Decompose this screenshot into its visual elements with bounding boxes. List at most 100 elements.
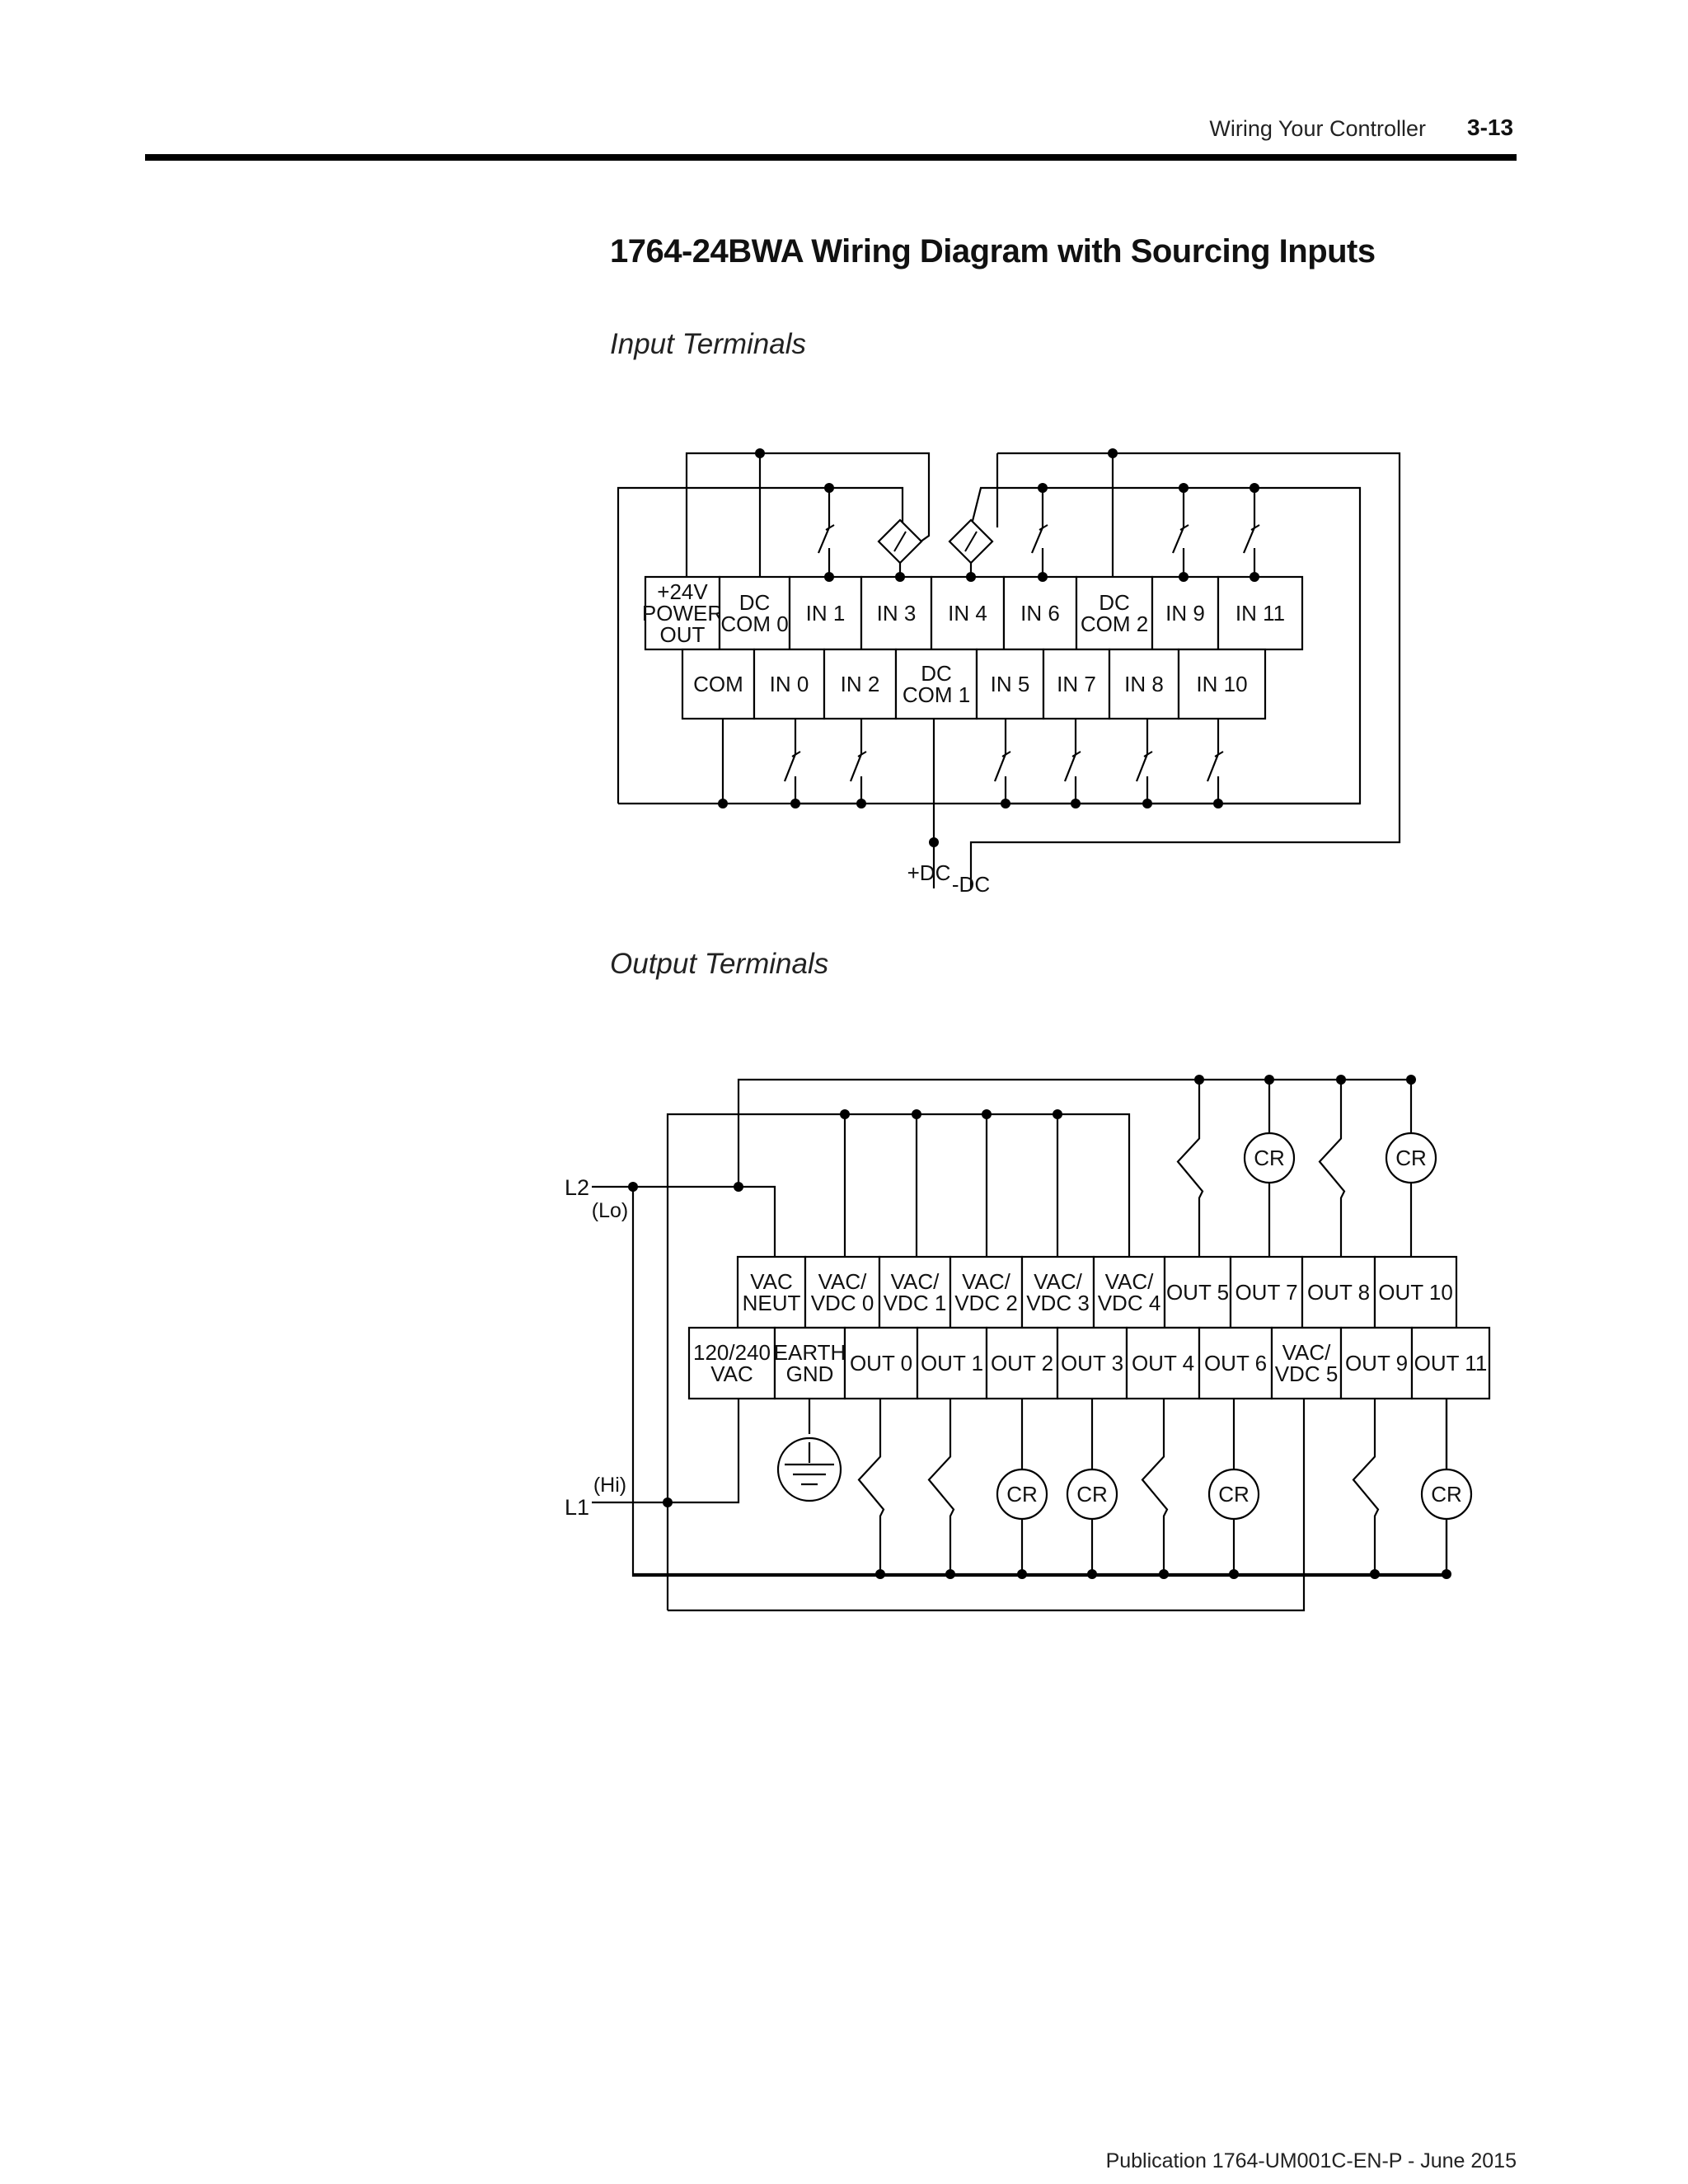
plus-dc-label: +DC [907,860,951,885]
input-top-terminal-label: OUT [660,622,706,647]
minus-dc-label: -DC [952,872,990,897]
output-top-terminal-label: VDC 0 [811,1291,874,1315]
input-bottom-terminal-label: IN 8 [1124,672,1164,696]
switch-tick [1039,524,1048,531]
output-top-terminal-label: VDC 1 [884,1291,947,1315]
switch-tick [1214,751,1224,757]
input-bottom-terminal-label: IN 5 [991,672,1030,696]
output-bottom-terminal-box [687,1326,776,1400]
output-top-terminal-label: VAC/ [1105,1269,1155,1294]
output-top-terminal-label: VDC 3 [1026,1291,1090,1315]
junction-dot [875,1569,885,1579]
output-top-terminal-label: VAC/ [891,1269,940,1294]
switch-contact [1171,527,1185,554]
wire [969,452,1401,888]
switch-contact [783,753,797,782]
output-bottom-terminal-label: 120/240 [693,1340,771,1365]
input-top-terminal-label: IN 4 [948,601,987,626]
input-top-terminal-label: POWER [642,601,723,626]
junction-dot [1229,1569,1239,1579]
input-top-terminal-box [1217,575,1304,651]
output-terminals-heading: Output Terminals [610,948,829,980]
switch-tick [1001,751,1011,757]
output-top-terminal-label: OUT 8 [1307,1280,1370,1305]
input-bottom-terminal-box [975,648,1045,720]
output-bottom-terminal-label: OUT 2 [991,1351,1053,1376]
junction-dot [663,1497,673,1507]
wire [592,1399,740,1504]
output-top-terminal-label: VDC 4 [1098,1291,1161,1315]
output-top-terminal-label: OUT 5 [1166,1280,1229,1305]
relay-label: CR [1254,1146,1285,1170]
input-top-terminal-label: DC [1099,590,1130,615]
header-page-number: 3-13 [1467,115,1514,140]
input-top-terminal-label: COM 2 [1081,612,1148,636]
input-bottom-terminal-box [823,648,898,720]
wire [668,1399,1306,1612]
input-top-terminal-label: IN 9 [1165,601,1205,626]
header-section-title: Wiring Your Controller [1209,116,1426,141]
junction-dot [856,799,866,808]
input-bottom-terminal-label: IN 7 [1057,672,1096,696]
switch-contact [993,753,1007,782]
switch-contact [849,753,863,782]
load-icon [1352,1399,1380,1574]
switch-contact [817,527,831,554]
output-top-terminal-label: VDC 2 [954,1291,1018,1315]
page-title: 1764-24BWA Wiring Diagram with Sourcing … [610,233,1376,269]
junction-dot [1370,1569,1380,1579]
junction-dot [1017,1569,1027,1579]
input-top-terminal-label: +24V [657,579,708,604]
l1-label: L1 [565,1495,589,1520]
lo-label: (Lo) [592,1199,628,1222]
output-top-terminal-box [1020,1255,1095,1329]
output-top-terminal-box [1092,1255,1166,1329]
junction-dot [895,572,905,582]
output-bottom-terminal-label: OUT 9 [1345,1351,1408,1376]
output-bottom-terminal-box [1056,1326,1128,1400]
output-bottom-terminal-label: VDC 5 [1275,1361,1339,1386]
output-top-terminal-box [1373,1255,1458,1329]
input-bottom-terminal-box [1177,648,1267,720]
output-bottom-terminal-label: OUT 3 [1061,1351,1123,1376]
load-icon [857,1399,885,1574]
relay-label: CR [1006,1482,1038,1507]
output-bottom-terminal-label: OUT 1 [921,1351,983,1376]
output-bottom-terminal-label: VAC/ [1282,1340,1332,1365]
input-bottom-terminal-box [1108,648,1180,720]
output-bottom-terminal-label: OUT 11 [1414,1351,1488,1376]
output-bottom-terminal-label: VAC [710,1361,753,1386]
sensor-icon-slash [893,531,907,552]
switch-tick [1143,751,1153,757]
input-terminals-heading: Input Terminals [610,328,806,360]
switch-tick [825,524,835,531]
input-bottom-terminal-box [1042,648,1111,720]
input-top-terminal-label: IN 1 [806,601,846,626]
header-rule [145,154,1517,161]
input-bottom-terminal-label: IN 0 [770,672,809,696]
input-bottom-terminal-label: IN 10 [1196,672,1247,696]
input-top-terminal-box [718,575,791,651]
output-top-terminal-box [1301,1255,1376,1329]
output-bottom-terminal-box [1410,1326,1491,1400]
input-top-terminal-label: DC [739,590,771,615]
input-top-terminal-label: COM 0 [720,612,788,636]
input-bottom-terminal-box [753,648,826,720]
input-bottom-terminal-box [681,648,756,720]
output-bottom-terminal-label: EARTH [774,1340,846,1365]
relay-label: CR [1395,1146,1427,1170]
input-bottom-terminal-box [894,648,978,720]
relay-label: CR [1218,1482,1250,1507]
input-top-terminal-label: IN 6 [1020,601,1060,626]
output-bottom-terminal-box [1198,1326,1273,1400]
switch-tick [1250,524,1260,531]
output-top-terminal-label: VAC/ [1034,1269,1083,1294]
switch-tick [791,751,801,757]
wire [666,1113,1131,1610]
l2-label: L2 [565,1175,589,1200]
input-top-terminal-box [644,575,721,651]
junction-dot [824,572,834,582]
